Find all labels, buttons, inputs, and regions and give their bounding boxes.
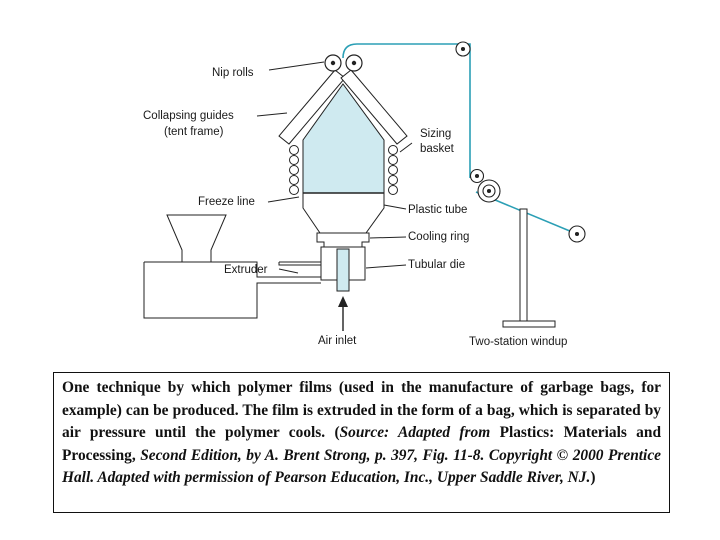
figure-caption: One technique by which polymer films (us… <box>53 372 670 513</box>
label-plastic-tube: Plastic tube <box>408 204 467 216</box>
caption-source-rest: Second Edition, by A. Brent Strong, p. 3… <box>62 446 661 487</box>
caption-source-prefix: Source: Adapted from <box>339 424 500 441</box>
label-extruder: Extruder <box>224 264 268 276</box>
label-tent-frame: (tent frame) <box>164 126 224 138</box>
leader-lines <box>256 61 413 274</box>
label-cooling-ring: Cooling ring <box>408 231 469 243</box>
extruder-hopper <box>166 214 227 263</box>
label-basket: basket <box>420 143 455 155</box>
label-collapsing-guides: Collapsing guides <box>143 110 234 122</box>
air-inlet-pipe <box>336 248 350 292</box>
label-sizing: Sizing <box>420 128 451 140</box>
plastic-tube-lower <box>302 192 385 234</box>
label-air-inlet: Air inlet <box>318 335 357 347</box>
label-freeze-line: Freeze line <box>198 196 255 208</box>
label-tubular-die: Tubular die <box>408 259 465 271</box>
extruder-body <box>143 261 322 319</box>
caption-book-title: Plastics: Materials and Processing, <box>62 424 661 464</box>
cooling-ring <box>316 232 370 248</box>
label-nip-rolls: Nip rolls <box>212 67 254 79</box>
windup-stand <box>502 208 556 328</box>
caption-close-paren: ) <box>590 469 596 486</box>
tent-frame <box>278 69 408 145</box>
nip-rolls <box>324 54 363 72</box>
label-two-station-windup: Two-station windup <box>469 336 567 348</box>
caption-text: One technique by which polymer films (us… <box>62 379 661 441</box>
sizing-basket-rollers <box>289 145 398 195</box>
idler-rolls <box>455 41 586 243</box>
